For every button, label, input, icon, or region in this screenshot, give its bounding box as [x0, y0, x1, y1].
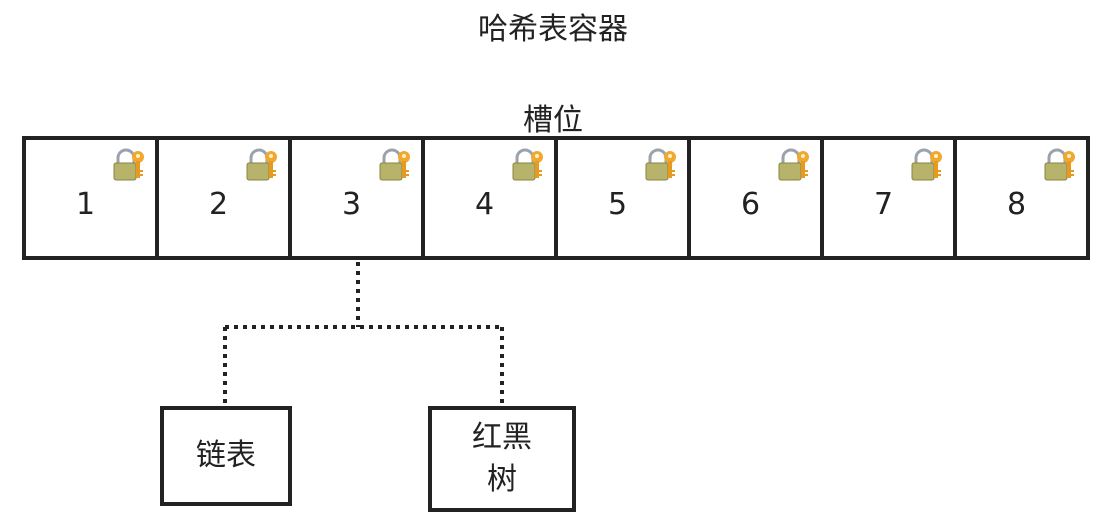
diagram-title: 哈希表容器	[478, 12, 628, 47]
slot-7: 7	[824, 140, 957, 256]
slot-array: 1 2 3 4 5 6 7 8	[22, 136, 1090, 260]
slot-3: 3	[292, 140, 425, 256]
lock-icon	[643, 148, 679, 184]
lock-icon	[244, 148, 280, 184]
slot-2: 2	[159, 140, 292, 256]
red-black-tree-box: 红黑 树	[428, 406, 576, 512]
rbtree-label-line2: 树	[487, 462, 517, 497]
slot-number: 3	[341, 186, 362, 222]
slot-number: 8	[1006, 186, 1027, 222]
lock-icon	[1042, 148, 1078, 184]
slot-number: 1	[75, 186, 96, 222]
slot-4: 4	[425, 140, 558, 256]
lock-icon	[909, 148, 945, 184]
slot-number: 2	[208, 186, 229, 222]
slot-number: 6	[740, 186, 761, 222]
slot-1: 1	[26, 140, 159, 256]
linked-list-label: 链表	[196, 438, 256, 473]
lock-icon	[510, 148, 546, 184]
lock-icon	[776, 148, 812, 184]
lock-icon	[377, 148, 413, 184]
slot-8: 8	[957, 140, 1086, 256]
slot-number: 4	[474, 186, 495, 222]
slot-5: 5	[558, 140, 691, 256]
lock-icon	[111, 148, 147, 184]
linked-list-box: 链表	[160, 406, 292, 506]
rbtree-label-line1: 红黑	[472, 420, 532, 455]
slot-number: 5	[607, 186, 628, 222]
slot-label: 槽位	[523, 103, 583, 138]
slot-6: 6	[691, 140, 824, 256]
slot-number: 7	[873, 186, 894, 222]
